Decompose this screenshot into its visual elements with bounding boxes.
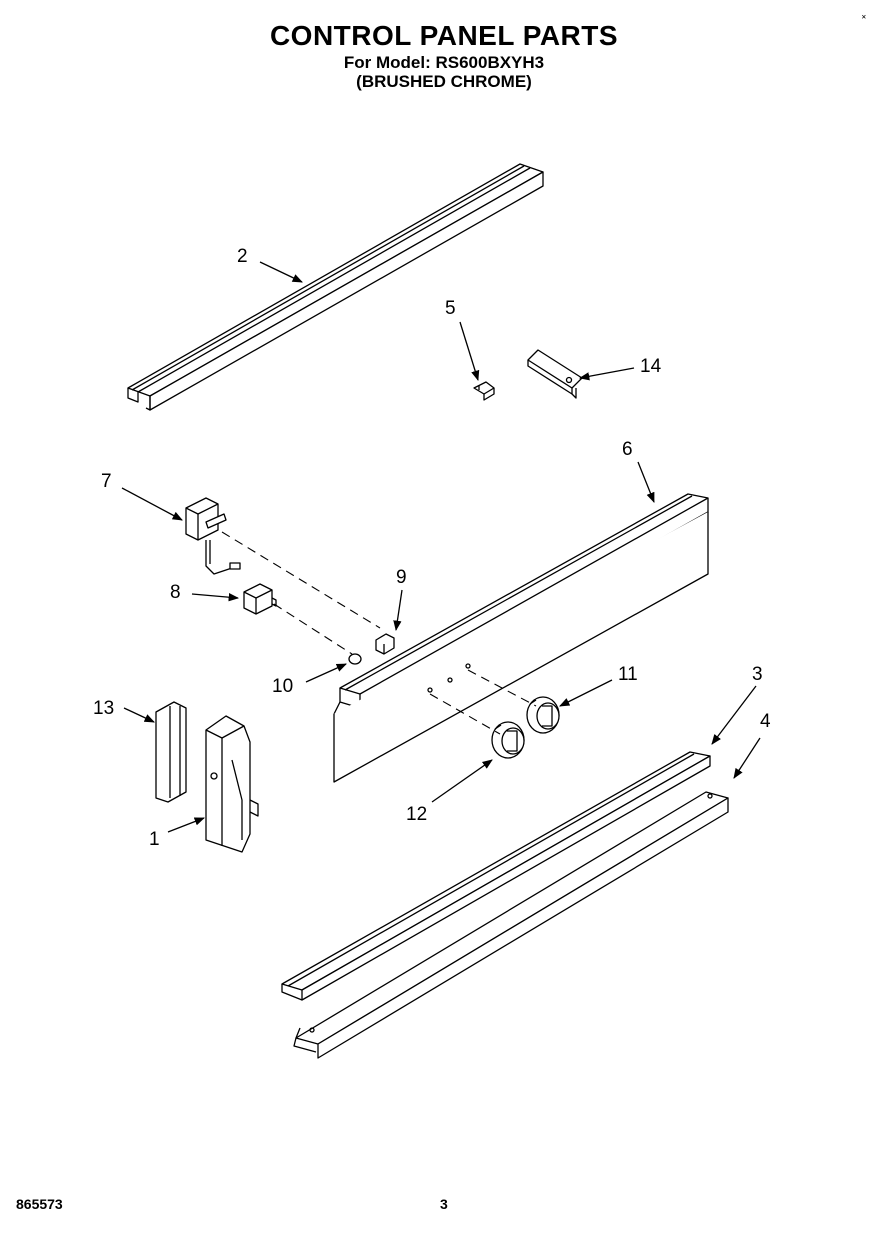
part-11-knob [526,696,560,734]
part-6-control-panel [333,493,709,783]
callout-12: 12 [406,804,427,825]
callout-labels: 1 2 3 4 5 6 7 8 9 10 11 12 13 14 [93,246,771,850]
part-4-bottom-trim-rail [293,791,729,1059]
callout-11: 11 [618,664,638,685]
corner-mark: ˟ [862,14,866,26]
callout-1: 1 [149,829,160,850]
part-5-clip [473,381,495,401]
callout-5: 5 [445,298,456,319]
part-7-switch [185,497,241,575]
part-13-side-trim [155,701,187,803]
callout-9: 9 [396,567,407,588]
document-number: 865573 [16,1196,63,1212]
part-2-top-trim-rail [127,163,544,411]
callout-10: 10 [272,676,293,697]
callout-8: 8 [170,582,181,603]
leader-arrows [121,261,761,833]
callout-4: 4 [760,711,771,732]
part-14-bracket [527,349,583,399]
callout-13: 13 [93,698,114,719]
page-title: CONTROL PANEL PARTS [269,20,619,51]
callout-3: 3 [752,664,763,685]
part-3-lower-trim-rail [281,751,711,1001]
part-9-connector [375,633,395,655]
part-10-grommet [348,653,362,665]
page-number: 3 [440,1196,448,1212]
callout-2: 2 [237,246,248,267]
callout-14: 14 [640,356,662,377]
part-8-switch [243,583,277,615]
model-line: For Model: RS600BXYH3 [343,53,545,72]
callout-6: 6 [622,439,633,460]
part-12-knob [491,721,525,759]
assembly-lines [221,531,537,735]
finish-line: (BRUSHED CHROME) [356,72,532,91]
callout-7: 7 [101,471,112,492]
part-1-end-cap [205,715,259,853]
